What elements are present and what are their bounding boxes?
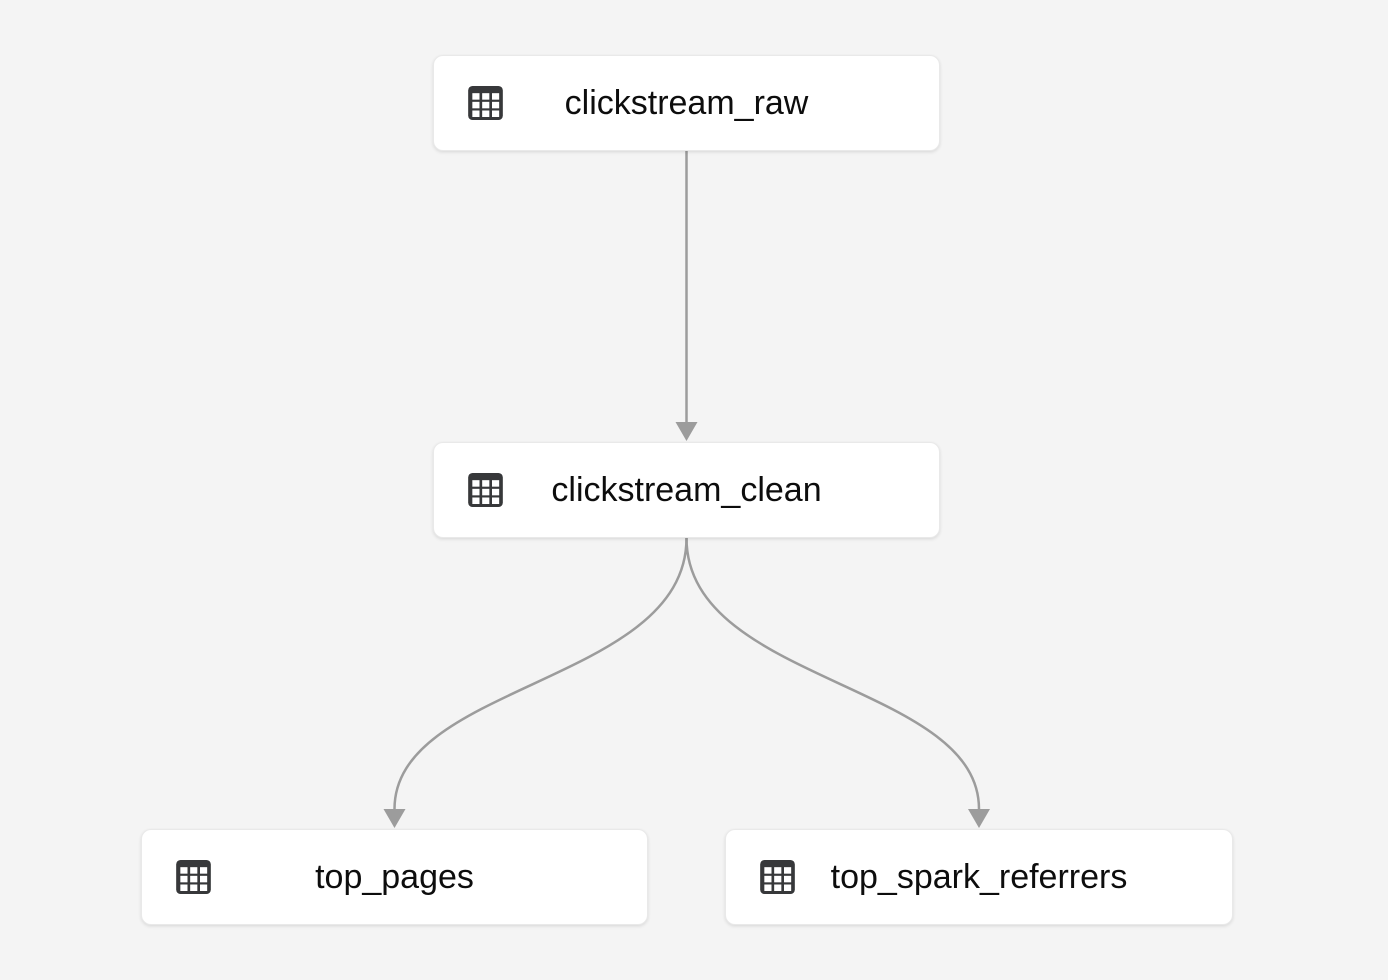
table-icon	[465, 470, 506, 510]
table-icon	[173, 857, 214, 897]
arrowhead-icon	[383, 809, 406, 828]
node-label: clickstream_raw	[564, 84, 809, 122]
dag-node-top_spark_referrers[interactable]: top_spark_referrers	[725, 829, 1233, 925]
dag-node-top_pages[interactable]: top_pages	[141, 829, 648, 925]
dag-node-clickstream_clean[interactable]: clickstream_clean	[433, 442, 940, 538]
node-label: top_pages	[315, 858, 474, 896]
node-label: top_spark_referrers	[830, 858, 1128, 896]
arrowhead-icon	[968, 809, 990, 828]
edge-clickstream_clean-to-top_spark_referrers	[685, 537, 990, 828]
table-icon	[465, 83, 506, 123]
edge-clickstream_clean-to-top_pages	[383, 537, 688, 828]
arrowhead-icon	[675, 422, 698, 441]
dag-node-clickstream_raw[interactable]: clickstream_raw	[433, 55, 940, 151]
edge-clickstream_raw-to-clickstream_clean	[675, 151, 698, 441]
node-label: clickstream_clean	[551, 471, 822, 509]
table-icon	[757, 857, 798, 897]
